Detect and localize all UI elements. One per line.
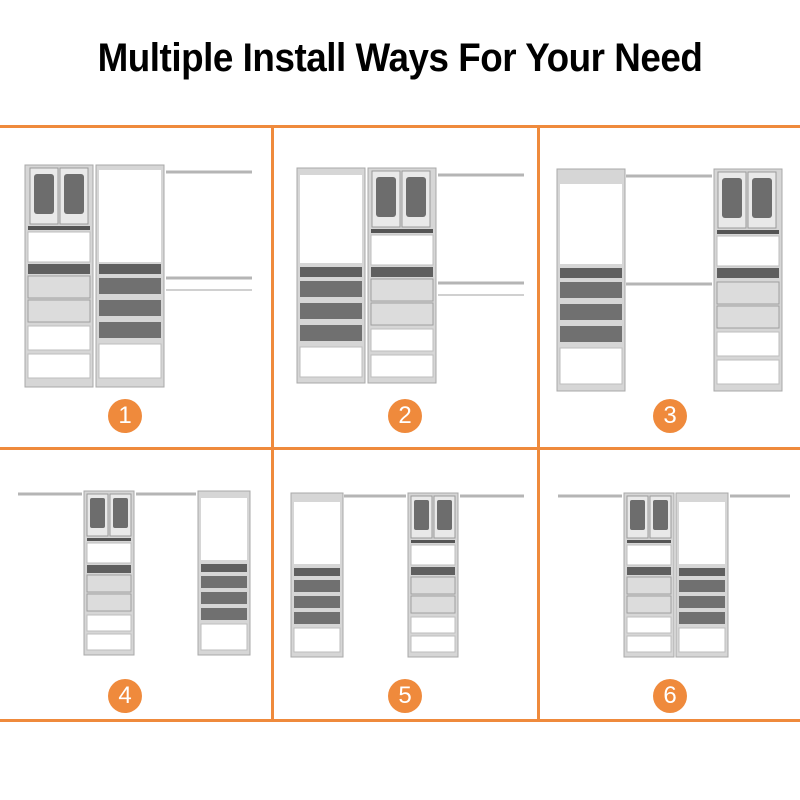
layout-option-5-illustration xyxy=(290,492,524,658)
layout-option-2-illustration xyxy=(296,167,524,384)
layout-option-4-illustration xyxy=(18,490,251,656)
cabinet-tower xyxy=(83,490,135,656)
layout-option-3-illustration xyxy=(556,168,783,392)
hanging-tower xyxy=(197,490,251,656)
option-badge-1: 1 xyxy=(108,399,142,433)
option-badge-4: 4 xyxy=(108,679,142,713)
cabinet-tower xyxy=(367,167,437,384)
grid-line-bottom xyxy=(0,719,800,722)
hanging-tower xyxy=(290,492,344,658)
page-title: Multiple Install Ways For Your Need xyxy=(97,36,703,80)
hanging-tower xyxy=(95,164,165,388)
cabinet-tower xyxy=(713,168,783,392)
cabinet-tower xyxy=(24,164,94,388)
hanging-tower xyxy=(556,168,626,392)
layout-option-1-illustration xyxy=(24,164,252,388)
layout-option-6-illustration xyxy=(558,492,790,658)
grid-line-middle xyxy=(0,447,800,450)
option-badge-6: 6 xyxy=(653,679,687,713)
grid-line-top xyxy=(0,125,800,128)
hanging-tower xyxy=(296,167,366,384)
cabinet-tower xyxy=(407,492,459,658)
option-badge-3: 3 xyxy=(653,399,687,433)
option-badge-5: 5 xyxy=(388,679,422,713)
grid-divider-1 xyxy=(271,125,274,722)
option-badge-2: 2 xyxy=(388,399,422,433)
grid-divider-2 xyxy=(537,125,540,722)
hanging-tower xyxy=(675,492,729,658)
cabinet-tower xyxy=(623,492,675,658)
